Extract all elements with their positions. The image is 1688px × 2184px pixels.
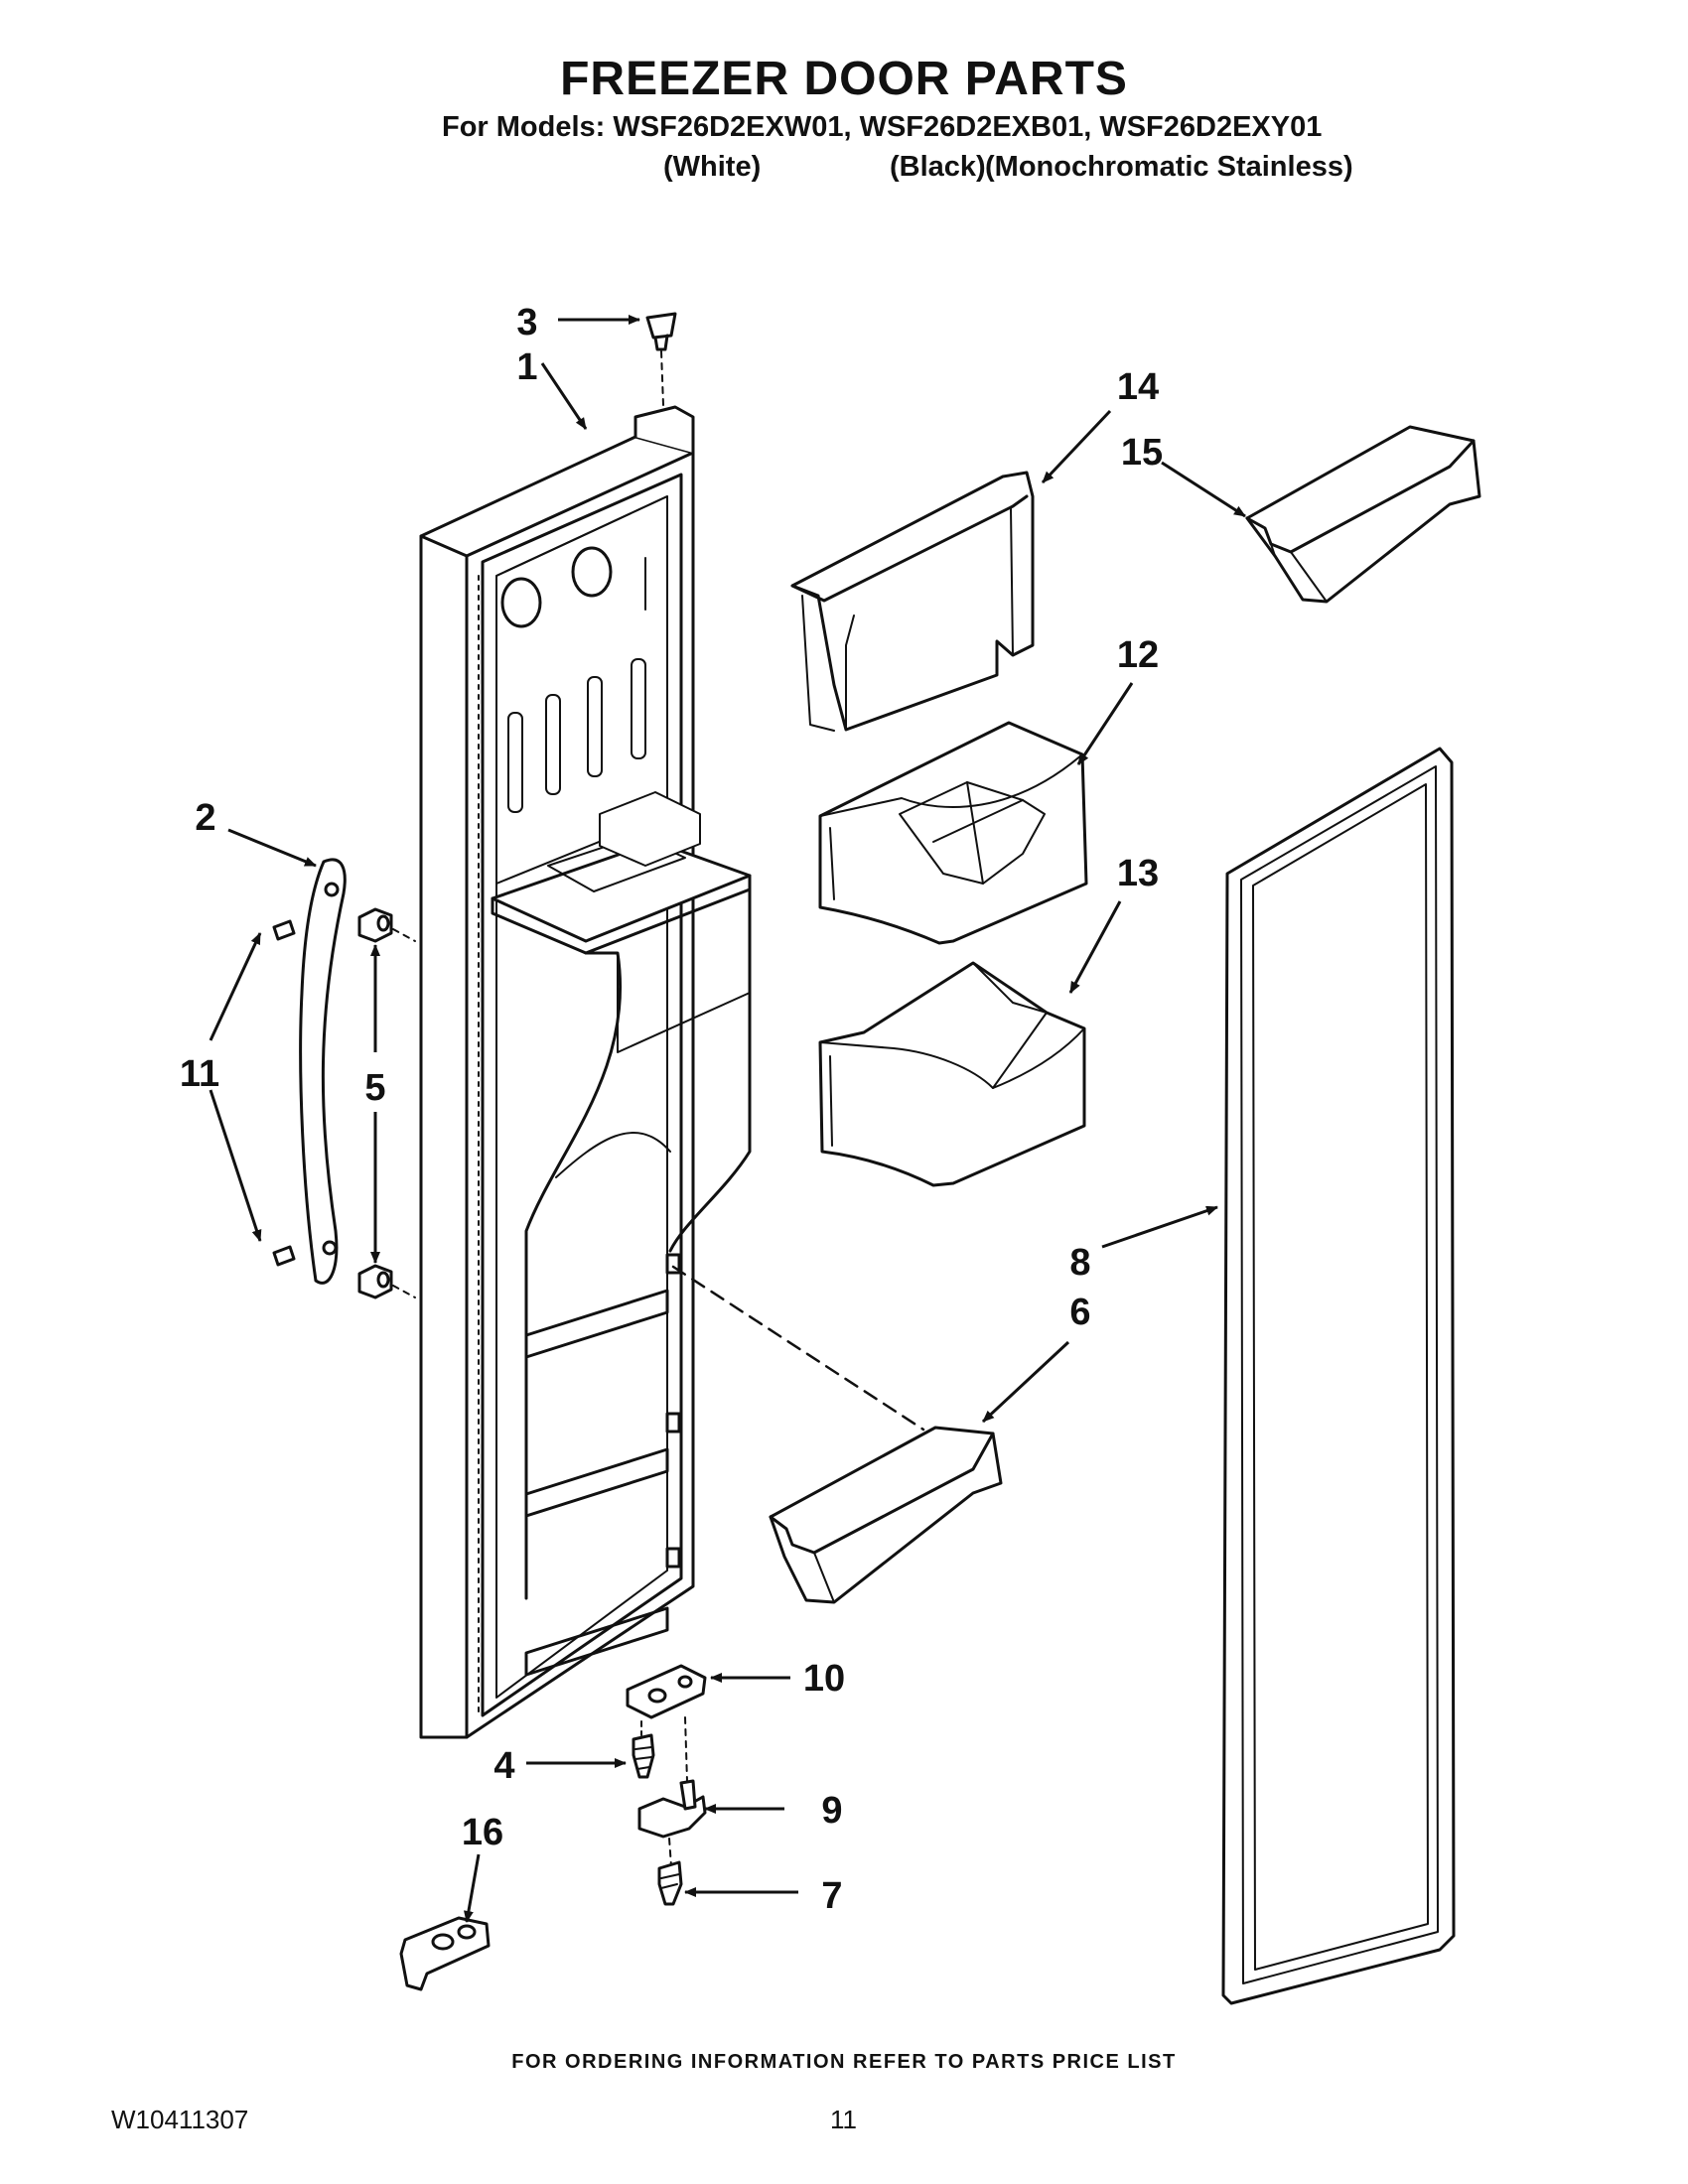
part-screw-7: [657, 1860, 683, 1906]
part-handle: [299, 858, 347, 1285]
callout-15: 15: [1121, 432, 1163, 474]
part-hinge-pin-9: [637, 1716, 707, 1867]
callout-5: 5: [364, 1067, 385, 1109]
callout-14: 14: [1117, 366, 1159, 408]
leader-16: [463, 1853, 481, 1923]
bin-6-mount-line: [671, 1265, 925, 1432]
part-hinge-cover-16: [399, 1916, 491, 1991]
leader-arrows: [209, 315, 1246, 1923]
leader-8: [1101, 1205, 1218, 1249]
finish-black: (Black): [890, 151, 986, 183]
part-freezer-door: [419, 405, 752, 1739]
part-chute-12: [818, 721, 1088, 945]
callout-13: 13: [1117, 853, 1159, 894]
callout-1: 1: [516, 346, 537, 388]
part-spacers-5: [357, 907, 416, 1299]
part-cover-14: [790, 471, 1035, 732]
leader-1: [540, 362, 588, 430]
callout-16: 16: [462, 1812, 503, 1853]
leader-11-upper: [209, 932, 262, 1041]
callout-4: 4: [493, 1745, 514, 1787]
page-title: FREEZER DOOR PARTS: [560, 53, 1128, 105]
part-gasket-8: [1221, 747, 1456, 2005]
part-plug-3: [645, 312, 677, 406]
leader-15: [1161, 461, 1246, 518]
part-screw-4: [632, 1720, 655, 1779]
leader-11-lower: [209, 1089, 262, 1242]
callout-11: 11: [180, 1053, 219, 1095]
callout-7: 7: [821, 1875, 842, 1917]
callout-12: 12: [1117, 634, 1159, 676]
leader-2: [227, 828, 317, 868]
part-screws-11: [272, 919, 296, 1267]
part-bin-6: [769, 1426, 1003, 1604]
ordering-note: FOR ORDERING INFORMATION REFER TO PARTS …: [511, 2051, 1177, 2073]
callout-2: 2: [195, 797, 215, 839]
leader-14: [1041, 409, 1112, 484]
document-number: W10411307: [111, 2105, 249, 2134]
leader-6: [981, 1340, 1070, 1424]
models-line: For Models: WSF26D2EXW01, WSF26D2EXB01, …: [442, 111, 1323, 143]
callout-9: 9: [821, 1790, 842, 1832]
callout-6: 6: [1069, 1292, 1090, 1333]
page-number: 11: [830, 2105, 857, 2134]
part-bin-15: [1245, 425, 1481, 604]
leader-13: [1068, 900, 1122, 994]
leader-12: [1076, 682, 1134, 765]
finish-stainless: (Monochromatic Stainless): [985, 151, 1353, 183]
callout-8: 8: [1069, 1242, 1090, 1284]
part-funnel-13: [818, 961, 1086, 1187]
callout-3: 3: [516, 302, 537, 343]
callout-10: 10: [803, 1658, 845, 1700]
finish-white: (White): [663, 151, 762, 183]
callout-numbers: 3 1 2 11 5 14 15 12 13 8 6 10 4 9 7 16: [180, 302, 1163, 1917]
part-hinge-10: [626, 1664, 707, 1719]
